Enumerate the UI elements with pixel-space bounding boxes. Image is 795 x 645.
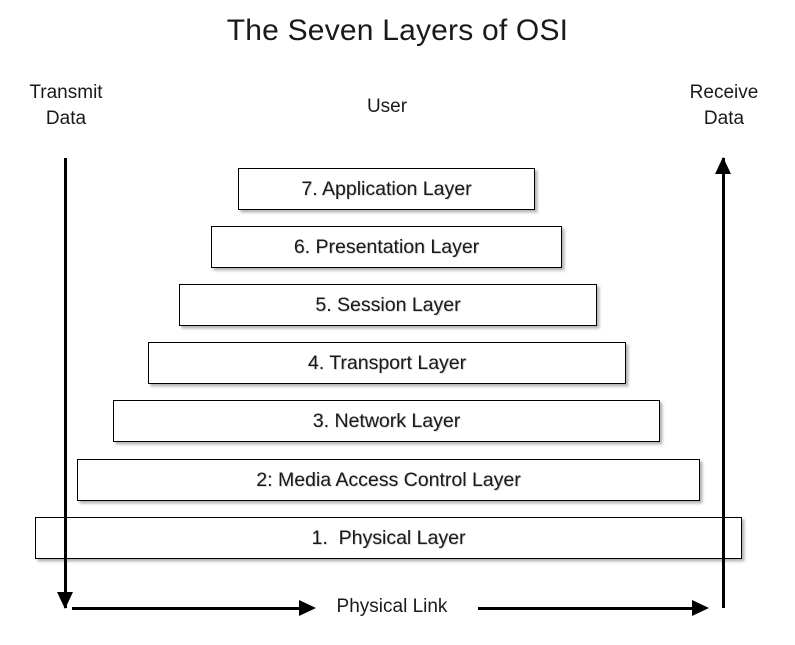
transmit-arrow-line — [64, 158, 67, 608]
receive-data-label: Receive Data — [689, 82, 759, 129]
physical-link-label: Physical Link — [322, 596, 462, 618]
layer-label-6: 6. Presentation Layer — [293, 235, 480, 258]
receive-arrow-line — [722, 158, 725, 608]
page-title: The Seven Layers of OSI — [226, 14, 569, 47]
layer-label-4: 4. Transport Layer — [307, 351, 467, 374]
user-label: User — [366, 96, 408, 117]
physical-link-line-right — [478, 607, 693, 610]
physical-link-arrow-head-left-icon — [299, 599, 316, 616]
transmit-arrow-head-icon — [57, 592, 73, 609]
layer-label-3: 3. Network Layer — [312, 409, 461, 432]
layer-box-6[interactable]: 6. Presentation Layer — [211, 226, 562, 268]
layer-label-5: 5. Session Layer — [315, 293, 461, 316]
layer-label-7: 7. Application Layer — [301, 177, 472, 200]
receive-arrow-head-icon — [715, 157, 731, 174]
layer-box-3[interactable]: 3. Network Layer — [113, 400, 660, 442]
layer-label-1: 1. Physical Layer — [311, 526, 466, 549]
physical-link-arrow-head-right-icon — [692, 599, 709, 616]
layer-label-2: 2: Media Access Control Layer — [256, 468, 521, 491]
layer-box-5[interactable]: 5. Session Layer — [179, 284, 597, 326]
transmit-data-label: Transmit Data — [29, 82, 103, 129]
layer-box-2[interactable]: 2: Media Access Control Layer — [77, 459, 700, 501]
layer-box-7[interactable]: 7. Application Layer — [238, 168, 535, 210]
layer-box-4[interactable]: 4. Transport Layer — [148, 342, 626, 384]
physical-link-line-left — [72, 607, 300, 610]
layer-box-1[interactable]: 1. Physical Layer — [35, 517, 742, 559]
